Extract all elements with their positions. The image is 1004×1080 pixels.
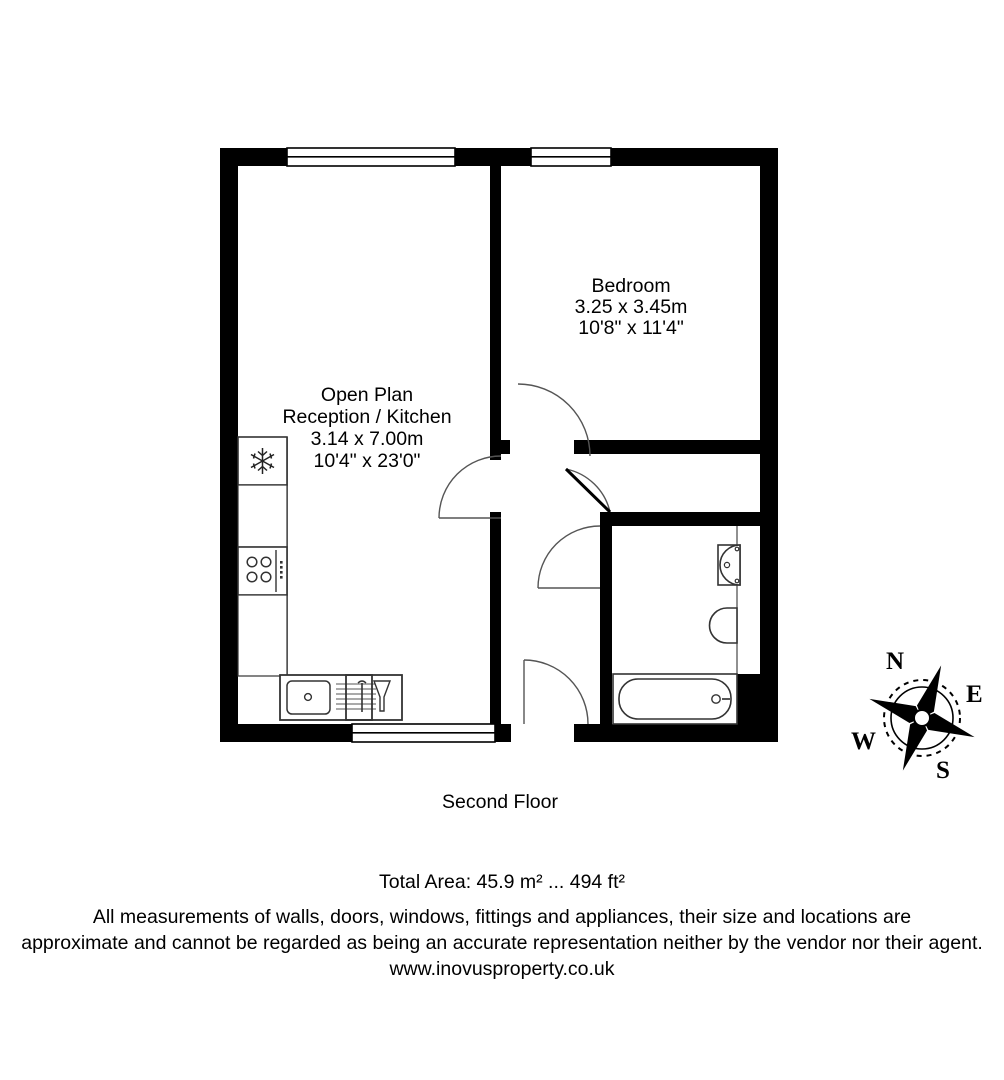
- kitchen-fixtures: [237, 436, 403, 721]
- room-label-bedroom-imperial: 10'8" x 11'4": [578, 317, 684, 339]
- windows: [286, 147, 612, 743]
- hob-icon: [237, 546, 288, 596]
- disclaimer-line-1: All measurements of walls, doors, window…: [92, 906, 912, 928]
- window-reception-top: [286, 147, 456, 167]
- door-bathroom: [537, 525, 601, 589]
- compass-north-label: N: [886, 648, 905, 675]
- window-bedroom-top: [530, 147, 612, 167]
- window-reception-bottom: [351, 723, 496, 743]
- room-label-bedroom-name: Bedroom: [591, 275, 671, 297]
- door-hall-leaf: [564, 467, 612, 514]
- compass-rose: [869, 665, 975, 771]
- door-bedroom: [517, 383, 591, 457]
- basin-icon: [717, 544, 741, 586]
- compass-east-label: E: [966, 681, 983, 708]
- room-label-reception-imperial: 10'4" x 23'0": [313, 450, 421, 472]
- room-label-reception-metric: 3.14 x 7.00m: [310, 428, 424, 450]
- door-entry: [511, 659, 589, 742]
- website-url[interactable]: www.inovusproperty.co.uk: [389, 958, 615, 980]
- room-label-bedroom-metric: 3.25 x 3.45m: [574, 296, 688, 318]
- disclaimer-line-2: approximate and cannot be regarded as be…: [21, 932, 983, 954]
- floor-title: Second Floor: [442, 791, 558, 813]
- toilet-icon: [708, 607, 738, 644]
- compass-south-label: S: [936, 757, 950, 784]
- sink-icon: [279, 674, 403, 721]
- total-area-text: Total Area: 45.9 m² ... 494 ft²: [378, 871, 626, 893]
- doors: [438, 383, 612, 742]
- compass-west-label: W: [851, 728, 876, 755]
- door-reception: [438, 455, 502, 519]
- room-label-reception-name2: Reception / Kitchen: [282, 406, 452, 428]
- bathroom-fixtures: [612, 526, 741, 725]
- room-label-reception-name1: Open Plan: [320, 384, 414, 406]
- bath-icon: [612, 673, 738, 725]
